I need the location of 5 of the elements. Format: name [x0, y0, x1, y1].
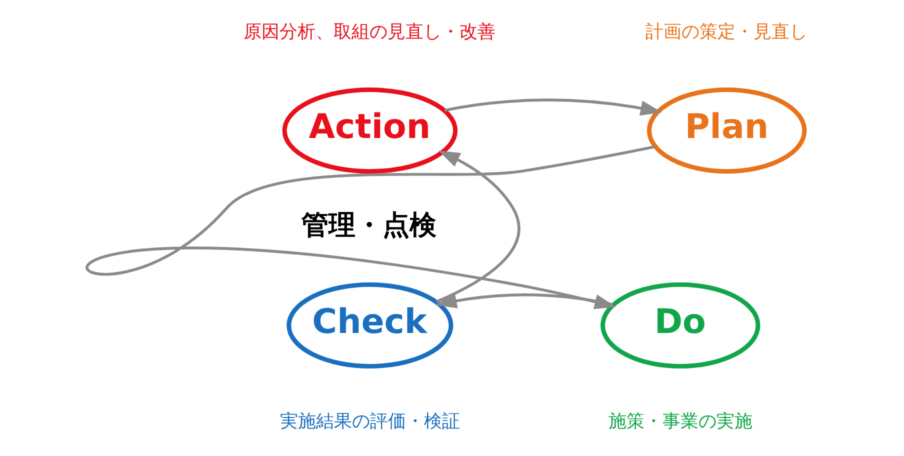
node-label: 施策・事業の実施 [608, 411, 752, 432]
node-label: 実施結果の評価・検証 [280, 411, 460, 432]
node-label: 計画の策定・見直し [645, 21, 808, 42]
node-label: 原因分析、取組の見直し・改善 [244, 21, 496, 42]
label: 管理・点検 [301, 210, 436, 241]
